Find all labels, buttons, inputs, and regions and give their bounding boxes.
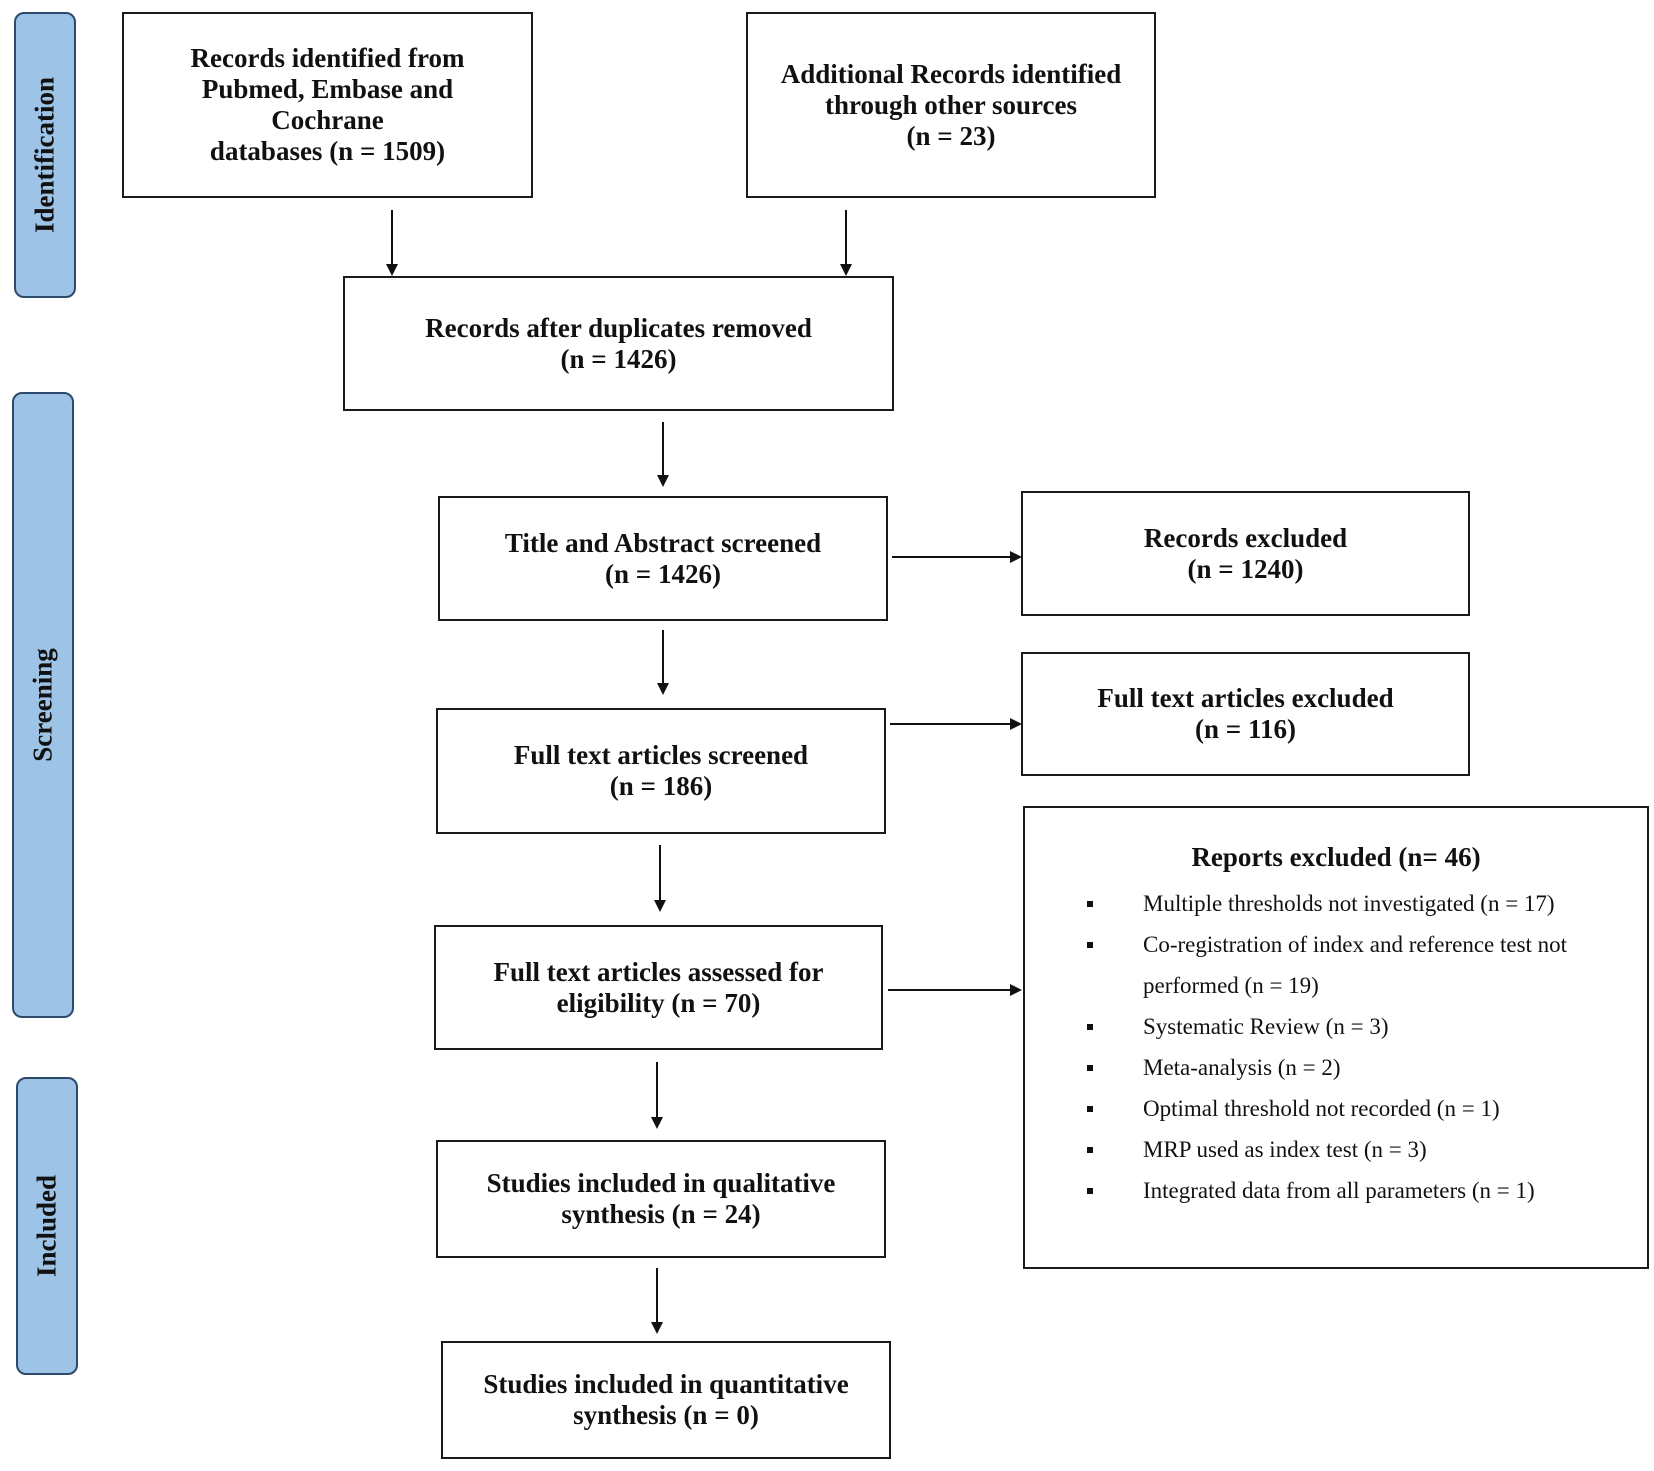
fulltext-assessed-box: Full text articles assessed for eligibil… [434, 925, 883, 1050]
additional-records-line-3: (n = 23) [906, 120, 996, 151]
bullet-marker [1087, 1147, 1093, 1153]
reports-excluded-box: Reports excluded (n= 46) Multiple thresh… [1023, 806, 1649, 1269]
after-duplicates-line-2: (n = 1426) [560, 343, 677, 374]
fulltext-assessed-line-1: Full text articles assessed for [493, 956, 824, 987]
reports-excluded-item-text: Optimal threshold not recorded (n = 1) [1143, 1096, 1500, 1121]
records-identified-line-1: Records identified from [190, 43, 465, 73]
bullet-marker [1087, 1188, 1093, 1194]
title-abstract-line-2: (n = 1426) [605, 558, 721, 589]
records-excluded-line-1: Records excluded [1143, 522, 1348, 553]
records-identified-box: Records identified from Pubmed, Embase a… [122, 12, 533, 198]
qualitative-box: Studies included in qualitative synthesi… [436, 1140, 886, 1258]
after-duplicates-line-1: Records after duplicates removed [425, 312, 812, 343]
fulltext-excluded-box: Full text articles excluded (n = 116) [1021, 652, 1470, 776]
reports-excluded-title: Reports excluded (n= 46) [1191, 842, 1481, 872]
phase-identification: Identification [14, 12, 76, 298]
reports-excluded-item-text: Multiple thresholds not investigated (n … [1143, 891, 1555, 916]
reports-excluded-item: Systematic Review (n = 3) [1025, 1006, 1647, 1047]
reports-excluded-item-text: Meta-analysis (n = 2) [1143, 1055, 1341, 1080]
fulltext-screened-box: Full text articles screened (n = 186) [436, 708, 886, 834]
reports-excluded-item-text: Systematic Review (n = 3) [1143, 1014, 1389, 1039]
fulltext-assessed-line-2: eligibility (n = 70) [556, 987, 761, 1018]
reports-excluded-item: MRP used as index test (n = 3) [1025, 1129, 1647, 1170]
reports-excluded-item: Optimal threshold not recorded (n = 1) [1025, 1088, 1647, 1129]
quantitative-box: Studies included in quantitative synthes… [441, 1341, 891, 1459]
records-identified-line-3: Cochrane [271, 105, 384, 135]
reports-excluded-item-continuation: performed (n = 19) [1025, 965, 1647, 1006]
reports-excluded-item: Multiple thresholds not investigated (n … [1025, 883, 1647, 924]
bullet-marker [1087, 901, 1093, 907]
additional-records-box: Additional Records identified through ot… [746, 12, 1156, 198]
title-abstract-box: Title and Abstract screened (n = 1426) [438, 496, 888, 621]
fulltext-screened-line-1: Full text articles screened [513, 740, 809, 770]
records-identified-line-2: Pubmed, Embase and [201, 74, 454, 104]
bullet-marker [1087, 1106, 1093, 1112]
bullet-marker [1087, 1065, 1093, 1071]
reports-excluded-item-text: Integrated data from all parameters (n =… [1143, 1178, 1535, 1203]
reports-excluded-item: Meta-analysis (n = 2) [1025, 1047, 1647, 1088]
reports-excluded-item-text: performed (n = 19) [1143, 973, 1319, 998]
additional-records-line-2: through other sources [824, 89, 1078, 120]
additional-records-line-1: Additional Records identified [780, 58, 1122, 89]
bullet-marker [1087, 1024, 1093, 1030]
quantitative-line-1: Studies included in quantitative [483, 1369, 849, 1399]
fulltext-excluded-line-2: (n = 116) [1195, 714, 1296, 744]
phase-included: Included [16, 1077, 78, 1375]
reports-excluded-item-text: MRP used as index test (n = 3) [1143, 1137, 1427, 1162]
quantitative-line-2: synthesis (n = 0) [573, 1400, 759, 1430]
qualitative-line-1: Studies included in qualitative [486, 1168, 836, 1198]
after-duplicates-box: Records after duplicates removed (n = 14… [343, 276, 894, 411]
fulltext-excluded-line-1: Full text articles excluded [1097, 683, 1394, 713]
records-excluded-line-2: (n = 1240) [1187, 553, 1304, 584]
reports-excluded-item-text: Co-registration of index and reference t… [1143, 932, 1568, 957]
qualitative-line-2: synthesis (n = 24) [561, 1199, 761, 1229]
reports-excluded-item: Integrated data from all parameters (n =… [1025, 1170, 1647, 1211]
bullet-marker [1087, 942, 1093, 948]
reports-excluded-list: Multiple thresholds not investigated (n … [1025, 883, 1647, 1211]
title-abstract-line-1: Title and Abstract screened [504, 527, 822, 558]
reports-excluded-item: Co-registration of index and reference t… [1025, 924, 1647, 965]
fulltext-screened-line-2: (n = 186) [609, 771, 713, 801]
records-identified-line-4: databases (n = 1509) [209, 136, 446, 166]
phase-screening: Screening [12, 392, 74, 1018]
records-excluded-box: Records excluded (n = 1240) [1021, 491, 1470, 616]
